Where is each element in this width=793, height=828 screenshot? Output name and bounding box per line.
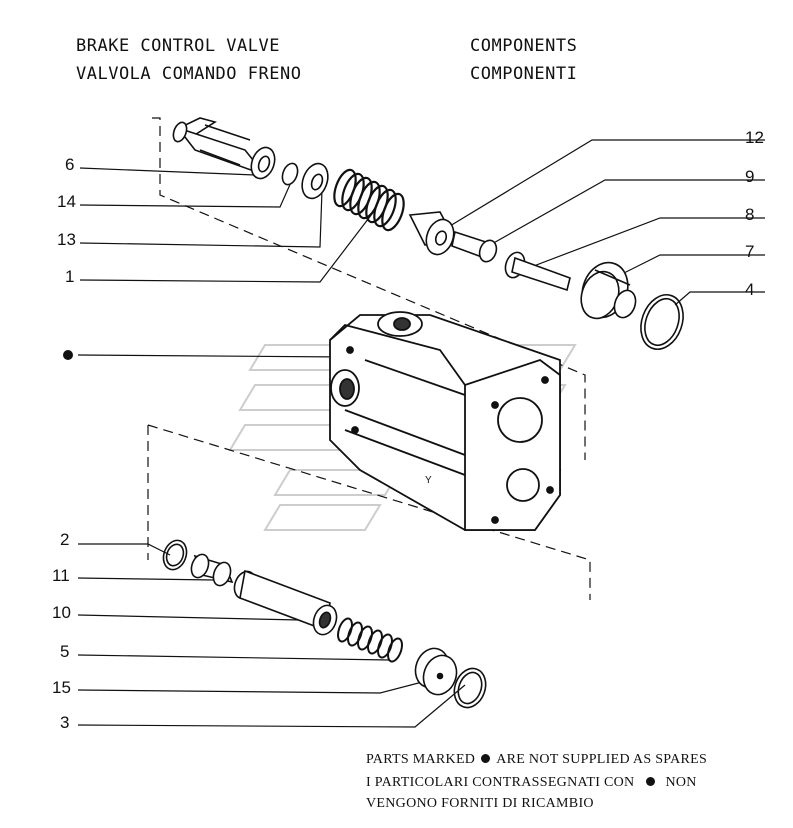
callout-13: 13 (57, 230, 76, 249)
part-13-washer (301, 162, 329, 200)
not-supplied-marker-dot (63, 350, 73, 360)
bullet-dot-icon (646, 777, 656, 787)
part-8-plunger (504, 251, 571, 292)
callout-8: 8 (745, 205, 755, 224)
title-italian: VALVOLA COMANDO FRENO (76, 64, 302, 84)
callout-9: 9 (745, 167, 755, 186)
part-4-snap-ring (640, 294, 684, 350)
callout-14: 14 (57, 192, 76, 211)
footnote-line-3: VENGONO FORNITI DI RICAMBIO (366, 796, 594, 811)
part-7-plug (580, 261, 637, 320)
part-10-piston (233, 569, 338, 636)
footnote-line-1: PARTS MARKED ARE NOT SUPPLIED AS SPARES (366, 752, 707, 768)
part-5-spring (337, 617, 403, 663)
part-14-ring (281, 162, 299, 186)
part-6-spool (172, 117, 276, 180)
callout-12: 12 (745, 128, 764, 147)
lower-parts (162, 539, 487, 709)
footnote-line-2: I PARTICOLARI CONTRASSEGNATI CON NON (366, 775, 697, 791)
callout-7: 7 (745, 242, 755, 261)
callout-6: 6 (65, 155, 75, 174)
callout-1: 1 (65, 267, 75, 286)
upper-parts (172, 117, 684, 350)
callout-10: 10 (52, 603, 71, 622)
part-1-spring (333, 168, 405, 232)
title-english: BRAKE CONTROL VALVE (76, 36, 280, 56)
footnote-2b: NON (665, 775, 697, 790)
dashed-axis-lines (147, 117, 591, 600)
part-15-cap (414, 647, 458, 696)
callout-2: 2 (60, 530, 70, 549)
bullet-dot-icon (481, 754, 491, 764)
components-italian: COMPONENTI (470, 64, 578, 84)
valve-body: Y (329, 311, 561, 531)
part-12-cup (408, 211, 457, 256)
footnote-1a: PARTS MARKED (366, 752, 476, 767)
leader-lines (77, 139, 765, 728)
part-11-sleeve (190, 553, 234, 587)
footnote-1b: ARE NOT SUPPLIED AS SPARES (496, 752, 708, 767)
callout-15: 15 (52, 678, 71, 697)
footnote-2a: I PARTICOLARI CONTRASSEGNATI CON (366, 775, 635, 790)
part-2-oring (162, 539, 188, 571)
components-english: COMPONENTS (470, 36, 578, 56)
callout-4: 4 (745, 280, 755, 299)
part-3-snap-ring (453, 667, 487, 709)
callout-3: 3 (60, 713, 70, 732)
svg-text:Y: Y (425, 475, 432, 486)
part-9-pin (451, 230, 498, 263)
callout-5: 5 (60, 642, 70, 661)
callout-11: 11 (52, 566, 70, 585)
